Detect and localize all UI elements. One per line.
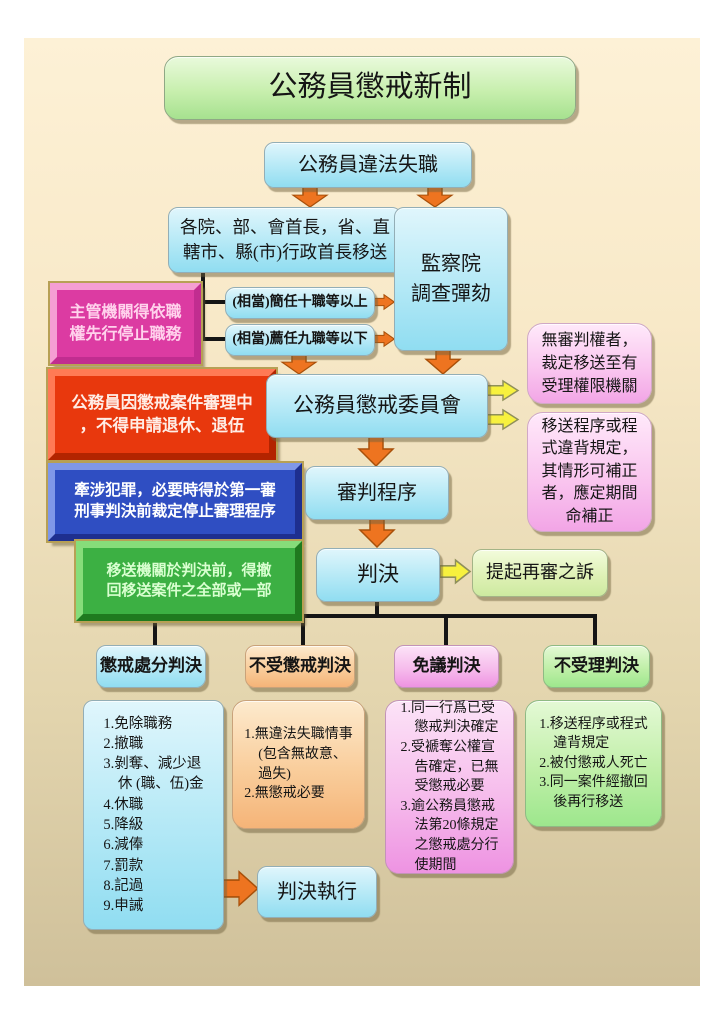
arrow-down-icon: [416, 185, 454, 208]
connector-line: [444, 618, 448, 645]
node-retrial: 提起再審之訴: [472, 549, 608, 597]
note-criminal-stay: 牽涉犯罪，必要時得於第一審 刑事判決前裁定停止審理程序: [48, 463, 302, 541]
arrow-right-yellow-icon: [439, 558, 472, 585]
note-correction: 移送程序或程 式違背規定， 其情形可補正 者，應定期間 命補正: [527, 412, 652, 532]
arrow-right-icon: [372, 330, 396, 348]
branch-header-disciplinary: 懲戒處分判決: [96, 645, 206, 688]
branch-list-items: 1.無違法失職情事 (包含無故意、 過失) 2.無懲戒必要: [244, 727, 353, 802]
branch-list-dismissal: 1.同一行爲已受 懲戒判決確定 2.受褫奪公權宣 告確定，已無 受懲戒必要 3.…: [385, 700, 514, 874]
page-title: 公務員懲戒新制: [164, 56, 576, 120]
branch-header-no-discipline: 不受懲戒判決: [245, 645, 355, 688]
note-withdraw: 移送機關於判決前，得撤 回移送案件之全部或一部: [76, 541, 302, 621]
branch-list-no-discipline: 1.無違法失職情事 (包含無故意、 過失) 2.無懲戒必要: [232, 700, 365, 829]
connector-line: [203, 337, 225, 341]
arrow-right-yellow-icon: [486, 408, 520, 431]
note-no-jurisdiction: 無審判權者， 裁定移送至有 受理權限機關: [527, 323, 652, 404]
node-trial-procedure: 審判程序: [305, 466, 449, 520]
note-no-retirement: 公務員因懲戒案件審理中 ，不得申請退休、退伍: [48, 369, 276, 460]
arrow-right-icon: [372, 293, 396, 311]
arrow-down-icon: [357, 435, 395, 468]
connector-line: [301, 618, 305, 645]
node-misconduct: 公務員違法失職: [264, 142, 472, 188]
note-suspension: 主管機關得依職 權先行停止職務: [50, 283, 201, 364]
branch-list-not-accepted: 1.移送程序或程式 違背規定 2.被付懲戒人死亡 3.同一案件經撤回 後再行移送: [525, 700, 662, 827]
branch-header-not-accepted: 不受理判決: [543, 645, 650, 688]
arrow-right-yellow-icon: [486, 379, 520, 402]
connector-line: [153, 618, 157, 645]
branch-header-dismissal: 免議判決: [394, 645, 499, 688]
arrow-down-icon: [280, 352, 318, 375]
node-judgment: 判決: [316, 548, 440, 602]
branch-list-items: 1.免除職務 2.撤職 3.剝奪、減少退 休 (職、伍)金 4.休職 5.降級 …: [103, 715, 204, 915]
arrow-down-icon: [358, 516, 396, 549]
arrow-down-icon: [291, 185, 329, 208]
arrow-down-icon: [424, 347, 462, 375]
branch-list-disciplinary: 1.免除職務 2.撤職 3.剝奪、減少退 休 (職、伍)金 4.休職 5.降級 …: [83, 700, 224, 930]
arrow-right-icon: [218, 870, 259, 907]
node-disciplinary-committee: 公務員懲戒委員會: [266, 374, 488, 438]
connector-line: [375, 599, 379, 616]
node-agency-referral: 各院、部、會首長，省、直 轄市、縣(市)行政首長移送: [168, 207, 402, 273]
node-rank-high: (相當)簡任十職等以上: [225, 287, 375, 319]
connector-line: [203, 300, 225, 304]
node-control-yuan: 監察院 調查彈劾: [394, 207, 508, 351]
node-execution: 判決執行: [257, 866, 377, 918]
branch-list-items: 1.同一行爲已受 懲戒判決確定 2.受褫奪公權宣 告確定，已無 受懲戒必要 3.…: [400, 700, 499, 873]
connector-line: [593, 618, 597, 645]
connector-line: [201, 271, 205, 341]
branch-list-items: 1.移送程序或程式 違背規定 2.被付懲戒人死亡 3.同一案件經撤回 後再行移送: [539, 716, 648, 810]
connector-line: [153, 614, 597, 618]
node-rank-low: (相當)薦任九職等以下: [225, 324, 375, 356]
